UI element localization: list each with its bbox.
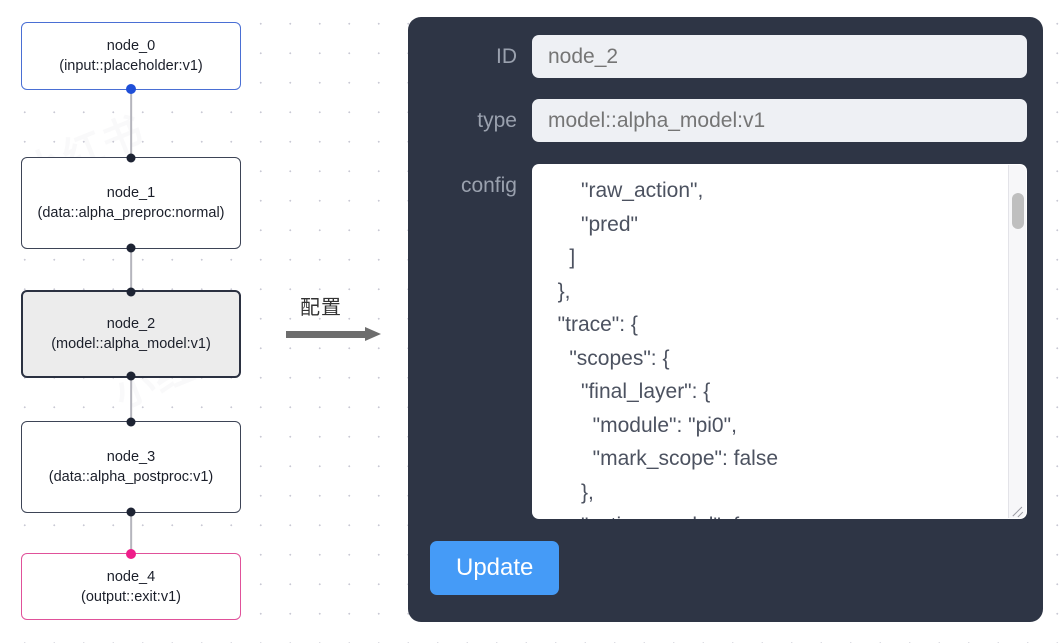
right-arrow-icon (286, 327, 398, 341)
arrow-shaft (286, 331, 368, 338)
annotation-arrow-group: 配置 (286, 296, 398, 341)
node-label: node_4 (106, 568, 156, 585)
graph-node-node_1[interactable]: node_1 (data::alpha_preproc:normal) (21, 153, 241, 253)
graph-node-node_4[interactable]: node_4 (output::exit:v1) (21, 549, 241, 620)
node-handle-bottom-icon[interactable] (126, 507, 136, 517)
node-label: node_1 (106, 185, 156, 201)
update-button[interactable]: Update (430, 541, 560, 595)
node-text: node_0 (input::placeholder:v1) (59, 36, 202, 76)
node-handle-bottom-icon[interactable] (126, 84, 136, 94)
node-type: (model::alpha_model:v1) (51, 336, 211, 352)
node-text: node_3 (data::alpha_postproc:v1) (49, 447, 213, 487)
node-handle-top-icon[interactable] (126, 287, 136, 297)
config-textarea-wrapper: "raw_action", "pred" ] }, "trace": { "sc… (532, 164, 1027, 519)
type-input[interactable] (532, 99, 1027, 142)
node-type: (data::alpha_preproc:normal) (37, 205, 225, 221)
node-text: node_2 (model::alpha_model:v1) (51, 314, 211, 354)
edge-node1-node2 (130, 249, 132, 294)
config-scrollbar[interactable] (1008, 165, 1026, 518)
config-field-label: config (460, 174, 517, 197)
edge-node0-node1 (130, 89, 132, 157)
update-button-row: Update (408, 541, 1043, 595)
graph-node-node_2[interactable]: node_2 (model::alpha_model:v1) (21, 287, 241, 381)
resize-handle-icon[interactable] (1010, 502, 1024, 516)
node-label: node_3 (106, 449, 156, 465)
node-type: (output::exit:v1) (81, 588, 181, 605)
node-handle-bottom-icon[interactable] (126, 371, 136, 381)
type-field-row: type (408, 99, 1043, 143)
node-type: (data::alpha_postproc:v1) (48, 469, 214, 485)
node-text: node_1 (data::alpha_preproc:normal) (38, 183, 225, 223)
node-handle-top-icon[interactable] (126, 549, 136, 559)
id-field-label: ID (496, 45, 517, 68)
node-handle-bottom-icon[interactable] (126, 243, 136, 253)
arrow-head (365, 327, 381, 341)
id-field-row: ID (408, 35, 1043, 79)
node-handle-top-icon[interactable] (126, 417, 136, 427)
graph-node-node_3[interactable]: node_3 (data::alpha_postproc:v1) (21, 417, 241, 517)
edge-node2-node3 (130, 377, 132, 421)
node-label: node_0 (106, 38, 156, 54)
node-text: node_4 (output::exit:v1) (81, 567, 181, 607)
type-field-label: type (477, 109, 517, 132)
config-scrollbar-thumb[interactable] (1012, 193, 1024, 229)
node-handle-top-icon[interactable] (126, 153, 136, 163)
id-input[interactable] (532, 35, 1027, 78)
config-field-row: config "raw_action", "pred" ] }, "trace"… (408, 164, 1043, 519)
config-textarea[interactable]: "raw_action", "pred" ] }, "trace": { "sc… (532, 164, 1027, 519)
edge-node3-node4 (130, 512, 132, 553)
node-inspector-panel: ID type config "raw_action", "pred" ] },… (408, 17, 1043, 622)
graph-node-node_0[interactable]: node_0 (input::placeholder:v1) (21, 22, 241, 94)
annotation-label: 配置 (300, 297, 342, 319)
node-label: node_2 (106, 316, 156, 332)
node-type: (input::placeholder:v1) (59, 58, 203, 74)
